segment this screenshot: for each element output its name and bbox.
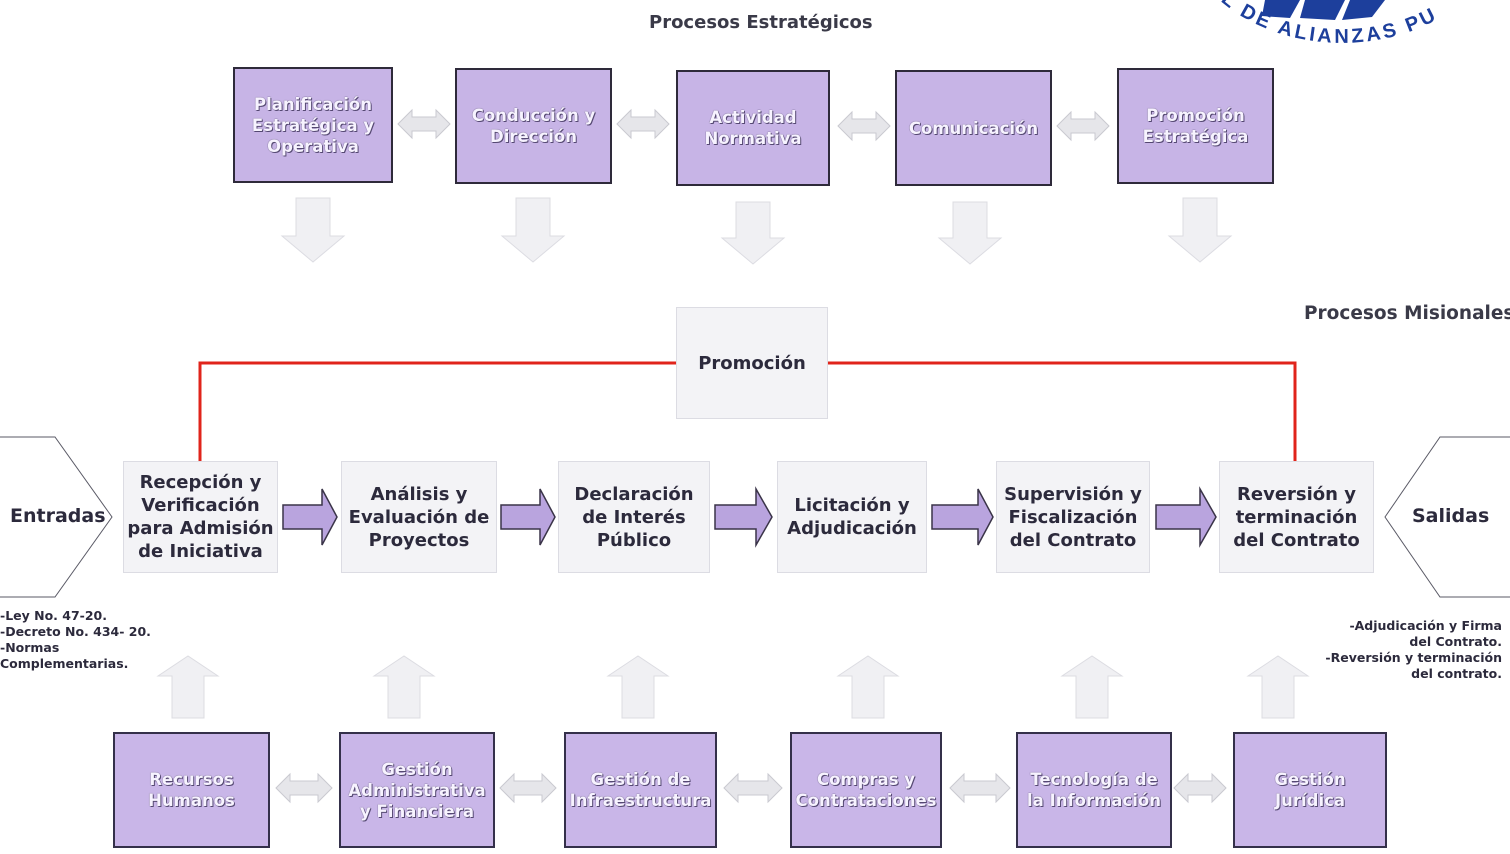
missional-process-reception: Recepción y Verificación para Admisión d…: [123, 461, 278, 573]
missional-process-analysis: Análisis y Evaluación de Proyectos: [341, 461, 497, 573]
flow-arrow-icon: [282, 488, 338, 546]
flow-arrow-icon: [931, 488, 994, 546]
support-process-admin: Gestión Administrativa y Financiera: [339, 732, 495, 848]
down-arrow-icon: [280, 197, 346, 263]
flow-arrow-icon: [1155, 486, 1217, 548]
inputs-label: Entradas: [10, 505, 106, 527]
up-arrow-icon: [836, 655, 900, 719]
missional-process-bidding: Licitación y Adjudicación: [777, 461, 927, 573]
support-process-legal: Gestión Jurídica: [1233, 732, 1387, 848]
up-arrow-icon: [156, 655, 220, 719]
double-arrow-icon: [397, 108, 451, 140]
double-arrow-icon: [949, 772, 1011, 804]
strategic-process-planning: Planificación Estratégica y Operativa: [233, 67, 393, 183]
down-arrow-icon: [500, 197, 566, 263]
flow-arrow-icon: [714, 486, 773, 548]
double-arrow-icon: [1173, 772, 1227, 804]
strategic-process-direction: Conducción y Dirección: [455, 68, 612, 184]
promotion-process: Promoción: [676, 307, 828, 419]
double-arrow-icon: [275, 772, 333, 804]
missional-process-declaration: Declaración de Interés Público: [558, 461, 710, 573]
down-arrow-icon: [937, 201, 1003, 265]
inputs-notes: -Ley No. 47-20. -Decreto No. 434- 20. -N…: [0, 608, 151, 671]
outputs-chevron-shape: [1384, 436, 1510, 598]
missional-process-reversion: Reversión y terminación del Contrato: [1219, 461, 1374, 573]
support-process-it: Tecnología de la Información: [1016, 732, 1172, 848]
promotion-connector-right: [828, 361, 1297, 461]
double-arrow-icon: [616, 108, 670, 140]
support-process-infrastructure: Gestión de Infraestructura: [564, 732, 717, 848]
double-arrow-icon: [1056, 110, 1110, 142]
missional-process-supervision: Supervisión y Fiscalización del Contrato: [996, 461, 1150, 573]
promotion-connector-left: [198, 361, 676, 461]
support-process-hr: Recursos Humanos: [113, 732, 270, 848]
strategic-process-communication: Comunicación: [895, 70, 1052, 186]
up-arrow-icon: [372, 655, 436, 719]
up-arrow-icon: [1246, 655, 1310, 719]
up-arrow-icon: [1060, 655, 1124, 719]
double-arrow-icon: [723, 772, 783, 804]
up-arrow-icon: [606, 655, 670, 719]
down-arrow-icon: [720, 201, 786, 265]
strategic-process-promotion: Promoción Estratégica: [1117, 68, 1274, 184]
inputs-chevron-shape: [0, 436, 113, 598]
outputs-label: Salidas: [1412, 505, 1490, 527]
support-process-purchasing: Compras y Contrataciones: [790, 732, 942, 848]
outputs-notes: -Adjudicación y Firma del Contrato. -Rev…: [1325, 618, 1502, 681]
strategic-processes-title: Procesos Estratégicos: [649, 12, 873, 33]
double-arrow-icon: [499, 772, 557, 804]
missional-processes-title: Procesos Misionales: [1304, 303, 1510, 324]
strategic-process-normative: Actividad Normativa: [676, 70, 830, 186]
flow-arrow-icon: [500, 488, 556, 546]
down-arrow-icon: [1167, 197, 1233, 263]
double-arrow-icon: [837, 110, 891, 142]
